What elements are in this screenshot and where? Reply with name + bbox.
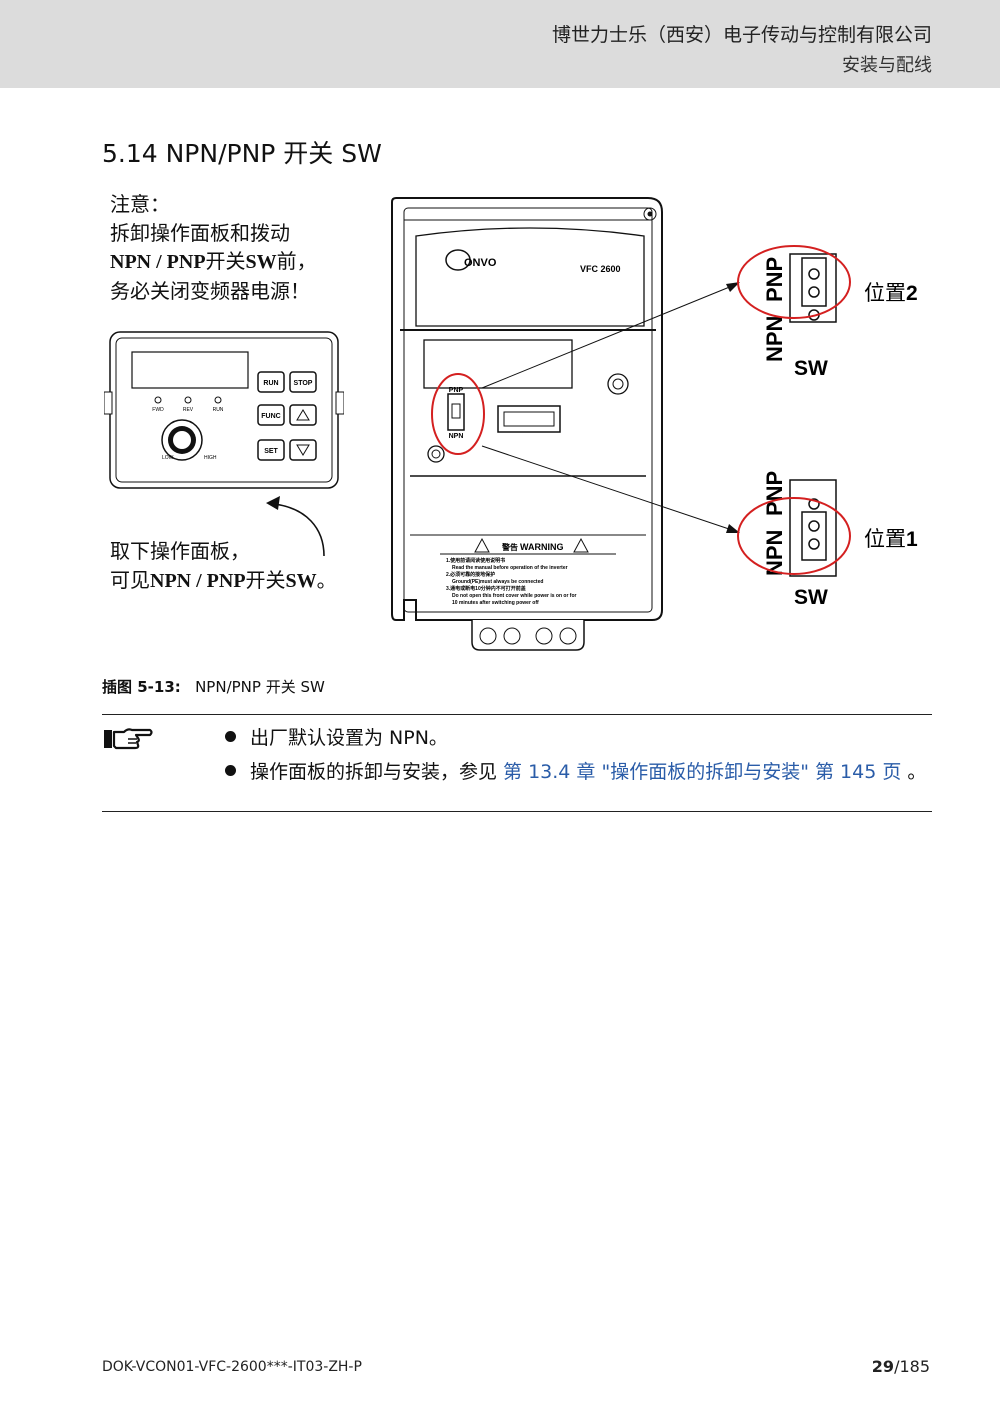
caption-line-2: 可见NPN / PNP开关SW。 [110,567,337,592]
rule-bottom [102,811,932,812]
note-line-3: NPN / PNP开关SW前， [110,249,317,273]
section-title: 5.14 NPN/PNP 开关 SW [102,139,382,168]
device-switch-pnp: PNP [449,387,464,394]
company-name: 博世力士乐（西安）电子传动与控制有限公司 [551,24,932,46]
knob-min-label: LOW [162,455,174,461]
svg-text:FUNC: FUNC [261,413,280,420]
svg-text:2.必须可靠的接地保护: 2.必须可靠的接地保护 [446,571,495,578]
panel-button-func: FUNC [257,404,285,426]
switch-diagram-position-1: PNP NPN SW 位置1 [737,471,918,609]
svg-text:Ground(PE)must always be conne: Ground(PE)must always be connected [452,579,543,585]
chapter-link[interactable]: 第 13.4 章 "操作面板的拆卸与安装" 第 145 页 [503,761,902,783]
section-name: 安装与配线 [842,55,932,76]
caption-line-1: 取下操作面板， [110,539,250,563]
switch-diagram-position-2: PNP NPN SW 位置2 [737,245,918,380]
panel-button-up [289,404,317,426]
position-1-label: 位置1 [864,528,918,551]
inverter-drawing: ONVO VFC 2600 PNP NPN 警告 WARNING 1.使用前请阅… [391,197,918,651]
led-label-run: RUN [213,407,224,413]
bullet-panel-removal: 操作面板的拆卸与安装，参见 第 13.4 章 "操作面板的拆卸与安装" 第 14… [225,760,930,784]
sw2-pnp-label: PNP [762,257,787,302]
svg-text:RUN: RUN [263,380,278,387]
device-switch-npn: NPN [449,433,464,440]
position-2-label: 位置2 [864,282,918,305]
caution-note: 注意： 拆卸操作面板和拨动 NPN / PNP开关SW前， 务必关闭变频器电源！ [110,190,317,305]
svg-text:1.使用前请阅读使用说明书: 1.使用前请阅读使用说明书 [446,557,505,564]
svg-text:3.通电或断电10分钟内不可打开前盖: 3.通电或断电10分钟内不可打开前盖 [446,585,526,592]
sw1-sw-label: SW [794,586,828,609]
knob-max-label: HIGH [204,455,217,461]
note-line-1: 注意： [110,192,170,216]
operating-panel-drawing: FWD REV RUN LOW HIGH RUN STOP FUNC SET [104,331,344,489]
panel-button-set: SET [257,439,285,461]
page-header: 博世力士乐（西安）电子传动与控制有限公司 安装与配线 [0,0,1000,88]
sw2-sw-label: SW [794,357,828,380]
panel-button-stop: STOP [289,371,317,393]
remove-panel-caption: 取下操作面板， 可见NPN / PNP开关SW。 [110,537,337,595]
warning-cn: 警告 [501,542,518,552]
led-label-fwd: FWD [152,407,164,413]
bullet-default-setting: 出厂默认设置为 NPN。 [225,726,930,750]
led-label-rev: REV [183,407,194,413]
brand-logo: ONVO [464,257,497,269]
sw1-pnp-label: PNP [762,471,787,516]
warning-title: WARNING [520,542,564,552]
curved-arrow-icon [266,496,325,557]
panel-button-down [289,439,317,461]
pointing-hand-icon [104,728,153,750]
model-label: VFC 2600 [580,264,621,274]
panel-button-run: RUN [257,371,285,393]
note-line-4: 务必关闭变频器电源！ [110,278,310,303]
rule-top [102,714,932,715]
svg-text:Read the manual before operati: Read the manual before operation of the … [452,565,568,571]
page-number: 29/185 [871,1357,930,1376]
svg-text:Do not open this front cover w: Do not open this front cover while power… [452,593,577,599]
svg-text:SET: SET [264,448,278,455]
svg-text:STOP: STOP [294,380,313,387]
svg-text:10 minutes after switching pow: 10 minutes after switching power off [452,600,539,606]
note-line-2: 拆卸操作面板和拨动 [110,220,290,245]
figure-caption: 插图 5-13: NPN/PNP 开关 SW [102,678,325,696]
sw2-npn-label: NPN [762,316,787,362]
document-id: DOK-VCON01-VFC-2600***-IT03-ZH-P [102,1359,362,1375]
